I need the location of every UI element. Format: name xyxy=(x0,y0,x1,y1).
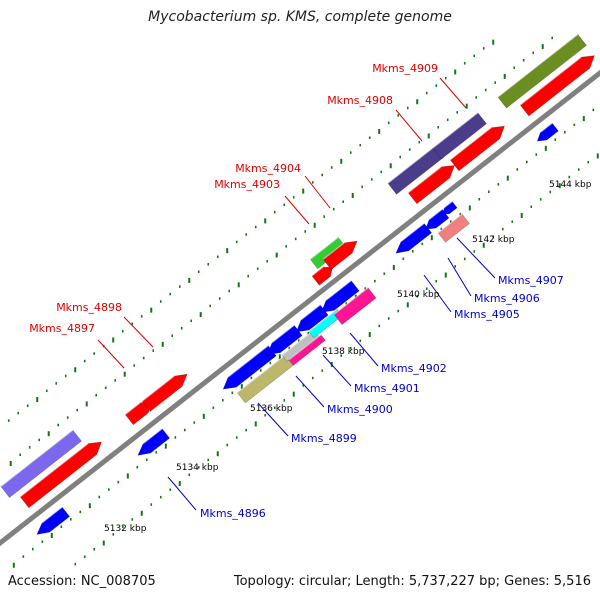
label-leaders xyxy=(97,77,496,511)
accession-label: Accession: xyxy=(8,574,81,589)
gene-4901-label: Mkms_4901 xyxy=(354,382,420,395)
gene-4904-label: Mkms_4904 xyxy=(235,162,301,175)
cds-feature-4910 xyxy=(536,122,559,142)
cds-feature-4898 xyxy=(141,373,188,412)
gene-4896-label: Mkms_4896 xyxy=(200,507,266,520)
cog-feature-4897 xyxy=(0,429,82,498)
gene-4903-leader xyxy=(284,195,310,225)
cds-feature-4900 xyxy=(266,324,303,356)
scale-label-1: 5134 kbp xyxy=(176,463,219,473)
length-label: ; Length: xyxy=(346,574,409,589)
cds-feature-4902 xyxy=(320,280,360,313)
gene-4909-leader xyxy=(439,77,467,109)
gene-4907-label: Mkms_4907 xyxy=(498,274,564,287)
cds-feature-4899 xyxy=(222,345,277,390)
cog-feature-4909a xyxy=(432,112,487,160)
genes-label: ; Genes: xyxy=(495,574,554,589)
cds-feature-4904 xyxy=(322,240,358,270)
gene-4902-leader xyxy=(349,332,379,367)
cds-feature-4909a xyxy=(449,125,505,172)
cds-feature-4908 xyxy=(407,164,455,205)
accession-info: Accession: NC_008705 xyxy=(8,574,156,589)
gene-4908-leader xyxy=(395,109,423,142)
scale-label-4: 5140 kbp xyxy=(397,290,440,300)
gene-4899-label: Mkms_4899 xyxy=(291,432,357,445)
cds-feature-4896 xyxy=(36,506,70,535)
gene-4906-label: Mkms_4906 xyxy=(474,292,540,305)
cds-feature-4903 xyxy=(311,266,333,286)
cds-feature-4905 xyxy=(395,222,432,254)
cds-feature-4906 xyxy=(425,208,450,230)
scale-labels: 5132 kbp 5134 kbp 5136 kbp 5138 kbp 5140 kbp… xyxy=(104,180,592,534)
gene-4900-label: Mkms_4900 xyxy=(327,403,393,416)
cds-feature-4909 xyxy=(519,55,595,117)
length-value: 5,737,227 bp xyxy=(408,574,496,589)
cog-feature-4907 xyxy=(437,213,470,243)
gene-4897-label: Mkms_4897 xyxy=(29,322,95,335)
cog-feature-4900b xyxy=(288,334,326,366)
gene-4908-label: Mkms_4908 xyxy=(327,94,393,107)
scale-label-6: 5144 kbp xyxy=(549,180,592,190)
gene-4896-leader xyxy=(167,476,197,511)
cds-feature-4901 xyxy=(295,304,329,333)
gene-4904-leader xyxy=(304,175,331,209)
scale-label-3: 5138 kbp xyxy=(322,347,365,357)
gene-labels: Mkms_4897Mkms_4898Mkms_4903Mkms_4904Mkms… xyxy=(29,62,564,520)
gene-4905-label: Mkms_4905 xyxy=(454,308,520,321)
tick-marks xyxy=(7,36,599,568)
topology-label: Topology: xyxy=(233,574,299,589)
scale-label-2: 5136 kbp xyxy=(250,404,293,414)
cds-feature-4907b xyxy=(442,200,458,215)
cog-feature-4909 xyxy=(497,33,587,109)
gene-4907-leader xyxy=(456,237,496,279)
cog-feature-4902 xyxy=(333,287,377,326)
gene-4898-leader xyxy=(123,316,154,348)
gene-4900-leader xyxy=(295,375,325,408)
gene-4901-leader xyxy=(322,354,352,387)
genome-backbone xyxy=(0,69,600,547)
cds-feature-4896b xyxy=(137,428,170,456)
gene-4903-label: Mkms_4903 xyxy=(214,178,280,191)
genes-value: 5,516 xyxy=(553,574,591,589)
accession-value: NC_008705 xyxy=(80,574,156,589)
cds-feature-4897 xyxy=(19,441,102,509)
scale-label-0: 5132 kbp xyxy=(104,524,147,534)
scale-label-5: 5142 kbp xyxy=(472,235,515,245)
gene-4899-leader xyxy=(257,402,289,437)
gene-4906-leader xyxy=(447,257,472,297)
gene-4905-leader xyxy=(423,274,452,313)
gene-4902-label: Mkms_4902 xyxy=(381,362,447,375)
gene-features xyxy=(0,33,595,535)
gene-4897-leader xyxy=(97,339,125,369)
genome-title: Mycobacterium sp. KMS, complete genome xyxy=(148,9,452,25)
topology-value: circular xyxy=(298,574,347,589)
gene-4898-label: Mkms_4898 xyxy=(56,301,122,314)
gene-4909-label: Mkms_4909 xyxy=(372,62,438,75)
genome-stats: Topology: circular; Length: 5,737,227 bp… xyxy=(234,574,591,589)
